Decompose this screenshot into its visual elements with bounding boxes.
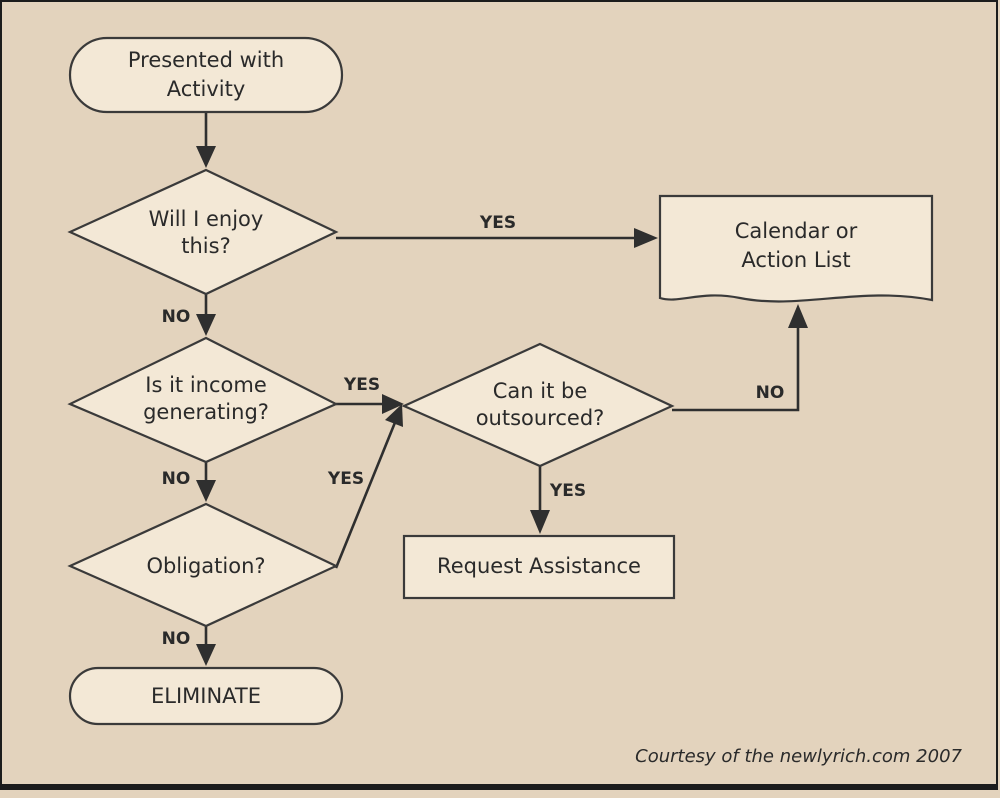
edge-obligation-yes	[334, 404, 403, 569]
edge-label-income-yes: YES	[343, 375, 380, 395]
edge-label-outsource-yes: YES	[549, 481, 586, 501]
edge-outsource-no	[672, 304, 808, 412]
edge-outsource-yes	[530, 466, 550, 534]
node-start-line2: Activity	[167, 77, 246, 101]
node-eliminate: ELIMINATE	[68, 666, 344, 726]
node-income: Is it income generating?	[67, 336, 339, 464]
node-outsource: Can it be outsourced?	[401, 342, 675, 468]
node-request: Request Assistance	[402, 534, 676, 600]
node-obligation-label: Obligation?	[146, 554, 265, 578]
node-enjoy-line1: Will I enjoy	[149, 207, 264, 231]
node-calendar: Calendar or Action List	[658, 194, 934, 303]
edge-obligation-no	[196, 626, 216, 666]
node-enjoy: Will I enjoy this?	[67, 168, 339, 296]
edge-label-enjoy-yes: YES	[479, 213, 516, 233]
node-outsource-line2: outsourced?	[476, 406, 605, 430]
edge-income-no	[196, 462, 216, 502]
edge-label-income-no: NO	[162, 469, 191, 489]
node-enjoy-line2: this?	[181, 234, 230, 258]
edge-label-enjoy-no: NO	[162, 307, 191, 327]
node-start: Presented with Activity	[68, 36, 344, 114]
node-calendar-line2: Action List	[741, 248, 850, 272]
node-outsource-line1: Can it be	[493, 379, 588, 403]
node-eliminate-label: ELIMINATE	[151, 684, 261, 708]
credit-line: Courtesy of the newlyrich.com 2007	[635, 746, 962, 767]
node-request-label: Request Assistance	[437, 554, 641, 578]
edge-label-outsource-no: NO	[756, 383, 785, 403]
node-calendar-line1: Calendar or	[735, 219, 858, 243]
node-income-line1: Is it income	[145, 373, 266, 397]
edge-income-yes	[336, 394, 404, 414]
edge-enjoy-no	[196, 294, 216, 336]
node-income-line2: generating?	[143, 400, 269, 424]
node-start-line1: Presented with	[128, 48, 284, 72]
edge-label-obligation-yes: YES	[327, 469, 364, 489]
edge-enjoy-yes	[336, 228, 658, 248]
edge-label-obligation-no: NO	[162, 629, 191, 649]
node-obligation: Obligation?	[67, 502, 339, 628]
edge-start-enjoy	[196, 112, 216, 168]
